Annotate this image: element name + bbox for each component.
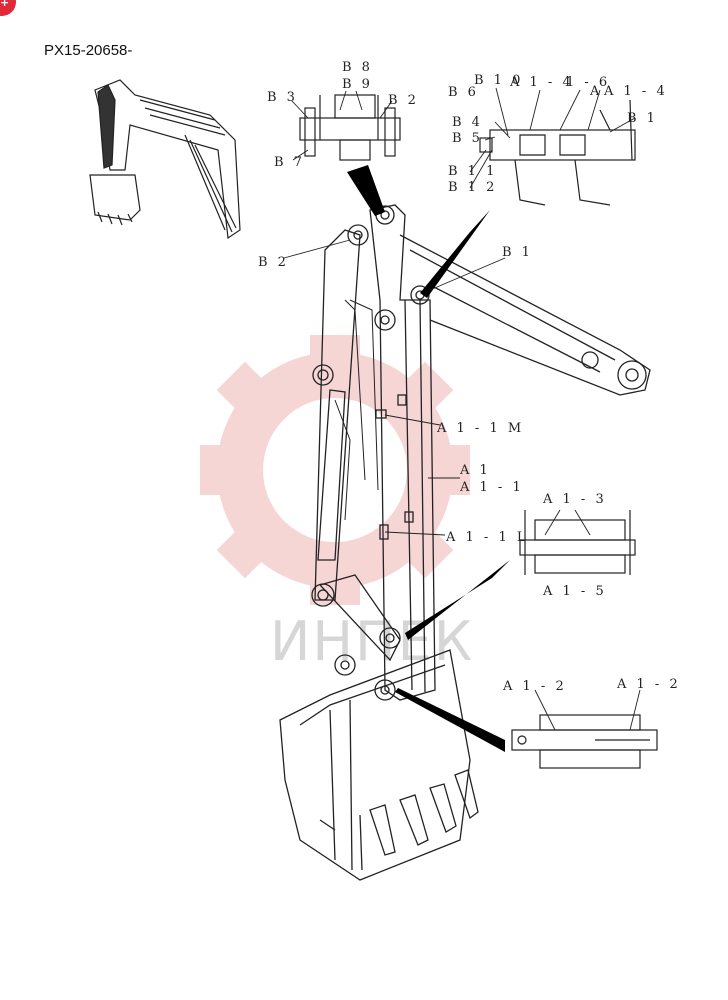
detail-inset-bottom-right — [511, 714, 658, 769]
label-b2-top: B 2 — [388, 93, 419, 108]
label-b9: B 9 — [342, 77, 373, 92]
part-number-code: PX15-20658- — [44, 42, 133, 59]
label-b6: B 6 — [448, 85, 479, 100]
overview-machine-illustration — [89, 79, 241, 240]
label-b4: B 4 — [452, 115, 483, 130]
label-a1-3: A 1 - 3 — [542, 492, 607, 507]
badge-glyph: + — [0, 0, 10, 9]
arm-assembly — [279, 204, 651, 881]
detail-pointers — [347, 165, 510, 752]
label-a1-2-left: A 1 - 2 — [502, 679, 567, 694]
label-b10: B 1 0 — [474, 73, 523, 88]
watermark-text: ИНПЕК — [270, 610, 474, 673]
label-b5: B 5 — [452, 131, 483, 146]
watermark-gear — [200, 335, 470, 605]
label-a1-1l: A 1 - 1 L — [445, 530, 529, 545]
label-b1-right: B 1 — [627, 111, 658, 126]
label-a-prefix: A — [589, 84, 602, 99]
leader-lines — [283, 87, 641, 731]
detail-inset-top — [299, 94, 401, 161]
label-a1-4-a: A 1 - 4 — [509, 75, 574, 90]
label-b1-main: B 1 — [502, 245, 533, 260]
label-a1-1m: A 1 - 1 M — [436, 421, 524, 436]
label-b2-main: B 2 — [258, 255, 289, 270]
label-b8: B 8 — [342, 60, 373, 75]
detail-inset-middle-right — [519, 510, 636, 575]
label-b3: B 3 — [267, 90, 298, 105]
label-b11: B 1 1 — [448, 164, 497, 179]
label-a1: A 1 — [459, 463, 491, 478]
label-a1-4-b: A 1 - 4 — [603, 84, 668, 99]
label-b12: B 1 2 — [448, 180, 497, 195]
label-a1-5: A 1 - 5 — [542, 584, 607, 599]
label-b7: B 7 — [274, 155, 305, 170]
label-a1-1: A 1 - 1 — [459, 480, 524, 495]
label-a1-2-right: A 1 - 2 — [616, 677, 681, 692]
detail-inset-top-right — [479, 99, 636, 206]
callout-labels: B 8 B 9 B 3 B 2 B 7 B 1 0 A 1 - 4 1 - 6 … — [258, 60, 681, 694]
label-a1-6: 1 - 6 — [566, 75, 610, 90]
